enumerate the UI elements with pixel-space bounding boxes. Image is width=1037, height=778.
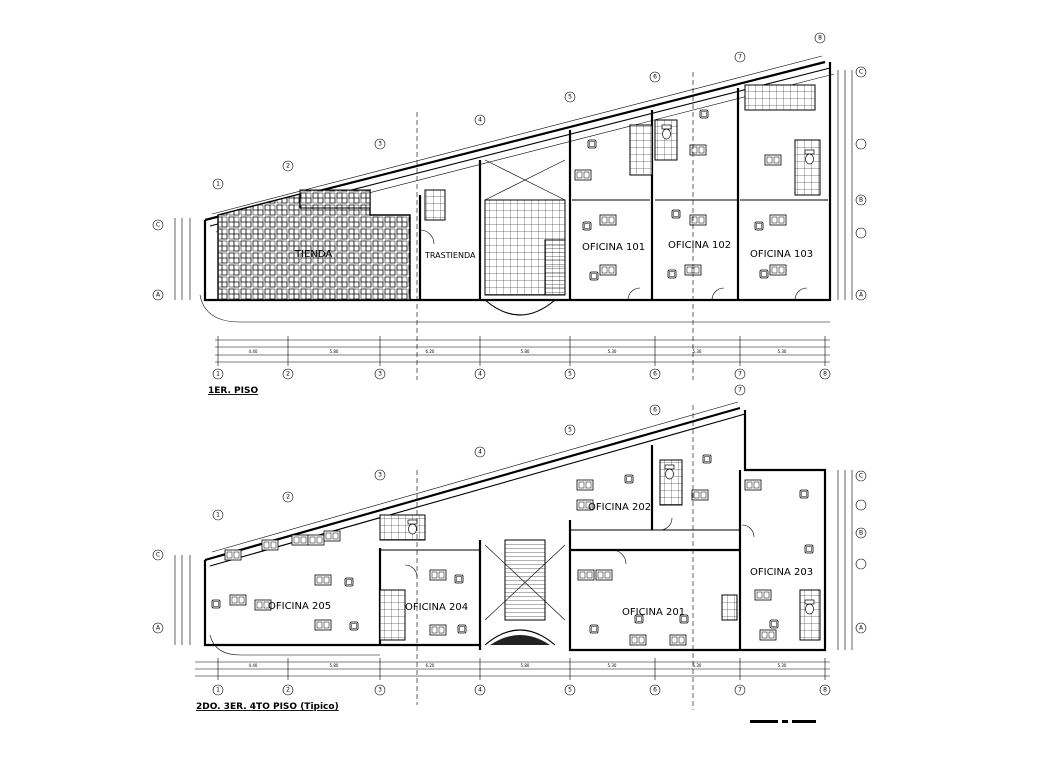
grid-1: 1 — [216, 181, 220, 188]
svg-text:5: 5 — [568, 94, 572, 101]
room-oficina-205: OFICINA 205 — [268, 601, 331, 612]
floor2-grid-bubbles: 1 2 3 4 5 6 7 1 2 3 4 5 6 7 8 A C A B C — [152, 384, 867, 696]
scale-bar — [750, 720, 816, 723]
svg-text:3: 3 — [378, 687, 382, 694]
svg-text:A: A — [859, 625, 864, 632]
svg-text:6: 6 — [653, 407, 657, 414]
svg-text:3: 3 — [378, 141, 382, 148]
svg-text:5.30: 5.30 — [778, 349, 787, 354]
svg-text:8: 8 — [818, 35, 822, 42]
svg-text:5: 5 — [568, 371, 572, 378]
svg-text:7: 7 — [738, 54, 742, 61]
room-tienda: TIENDA — [294, 249, 332, 260]
svg-text:1: 1 — [216, 512, 220, 519]
svg-text:5.80: 5.80 — [330, 349, 339, 354]
svg-text:7: 7 — [738, 371, 742, 378]
floor1-title: 1ER. PISO — [208, 386, 258, 396]
svg-text:1: 1 — [216, 371, 220, 378]
floor1-plan: 4.40 5.80 6.20 5.80 5.30 5.30 5.30 — [174, 55, 853, 380]
svg-text:7: 7 — [738, 387, 742, 394]
svg-text:5.30: 5.30 — [693, 349, 702, 354]
svg-text:C: C — [156, 222, 160, 229]
svg-text:4: 4 — [478, 449, 482, 456]
svg-text:7: 7 — [738, 687, 742, 694]
svg-text:C: C — [156, 552, 160, 559]
svg-text:8: 8 — [823, 687, 827, 694]
svg-text:A: A — [859, 292, 864, 299]
svg-text:2: 2 — [286, 371, 290, 378]
svg-text:3: 3 — [378, 472, 382, 479]
svg-text:6.20: 6.20 — [426, 663, 435, 668]
svg-text:5.80: 5.80 — [521, 349, 530, 354]
svg-text:B: B — [859, 197, 863, 204]
svg-text:2: 2 — [286, 687, 290, 694]
svg-text:4: 4 — [478, 687, 482, 694]
room-oficina-203: OFICINA 203 — [750, 567, 813, 578]
room-trastienda: TRASTIENDA — [424, 251, 476, 260]
svg-text:8: 8 — [823, 371, 827, 378]
floor2-title: 2DO. 3ER. 4TO PISO (Tipico) — [196, 702, 339, 712]
svg-text:6.20: 6.20 — [426, 349, 435, 354]
svg-text:3: 3 — [378, 371, 382, 378]
room-oficina-202: OFICINA 202 — [588, 502, 651, 513]
room-oficina-204: OFICINA 204 — [405, 602, 468, 613]
svg-text:A: A — [156, 625, 161, 632]
floor2-plan: 4.40 5.80 6.20 5.80 5.30 5.30 5.30 — [174, 401, 853, 710]
svg-text:C: C — [859, 473, 863, 480]
svg-text:5: 5 — [568, 687, 572, 694]
room-oficina-201: OFICINA 201 — [622, 607, 685, 618]
svg-text:5.80: 5.80 — [330, 663, 339, 668]
svg-text:4: 4 — [478, 117, 482, 124]
svg-text:5: 5 — [568, 427, 572, 434]
svg-text:4.40: 4.40 — [249, 349, 258, 354]
svg-text:6: 6 — [653, 687, 657, 694]
svg-text:6: 6 — [653, 74, 657, 81]
svg-text:5.30: 5.30 — [608, 349, 617, 354]
svg-text:B: B — [859, 530, 863, 537]
svg-text:C: C — [859, 69, 863, 76]
svg-text:2: 2 — [286, 163, 290, 170]
svg-text:4.40: 4.40 — [249, 663, 258, 668]
svg-text:5.80: 5.80 — [521, 663, 530, 668]
svg-text:5.30: 5.30 — [778, 663, 787, 668]
room-oficina-101: OFICINA 101 — [582, 242, 645, 253]
svg-text:2: 2 — [286, 494, 290, 501]
svg-text:5.30: 5.30 — [693, 663, 702, 668]
svg-text:5.30: 5.30 — [608, 663, 617, 668]
svg-text:A: A — [156, 292, 161, 299]
room-oficina-102: OFICINA 102 — [668, 240, 731, 251]
svg-text:4: 4 — [478, 371, 482, 378]
svg-text:6: 6 — [653, 371, 657, 378]
svg-text:1: 1 — [216, 687, 220, 694]
room-oficina-103: OFICINA 103 — [750, 249, 813, 260]
floor1-grid-bubbles: 1 2 3 4 5 6 7 8 1 2 3 4 5 6 7 8 A C A B … — [152, 32, 867, 380]
